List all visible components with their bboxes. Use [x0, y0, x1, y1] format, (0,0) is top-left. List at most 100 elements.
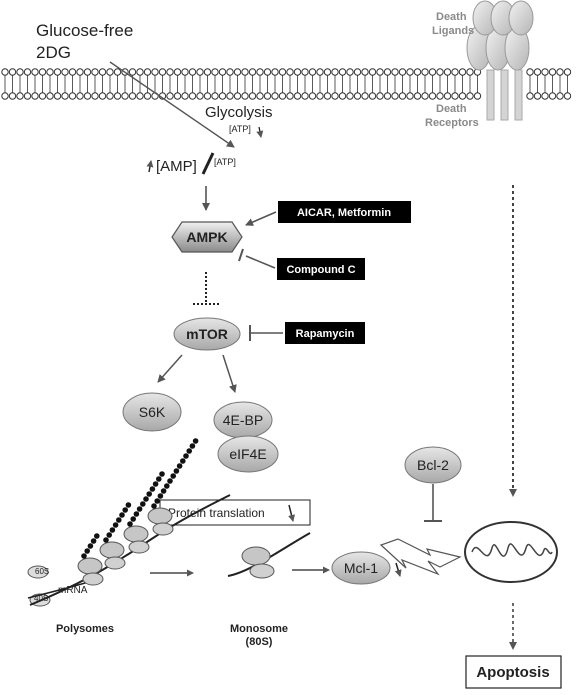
atp-down-arrow	[256, 126, 264, 138]
4ebp-label: 4E-BP	[223, 412, 263, 428]
lipid-head-icon	[218, 68, 227, 76]
ribosome-icon	[123, 525, 149, 543]
lipid-head-icon	[121, 92, 129, 100]
lipid-head-icon	[308, 68, 317, 76]
lipid-head-icon	[293, 68, 302, 76]
lipid-head-icon	[458, 68, 467, 76]
lipid-head-icon	[91, 68, 99, 76]
peptide-chain-icon	[167, 478, 173, 484]
monosome-icon	[227, 532, 311, 579]
peptide-chain-icon	[136, 506, 143, 512]
ampk-label: AMPK	[186, 229, 227, 245]
apoptosis-box	[465, 655, 562, 689]
lipid-head-icon	[196, 92, 204, 100]
lipid-head-icon	[541, 92, 549, 100]
lipid-head-icon	[211, 92, 219, 100]
lipid-head-icon	[83, 68, 92, 76]
lipid-head-icon	[346, 68, 354, 76]
lipid-head-icon	[136, 68, 144, 76]
lipid-head-icon	[353, 92, 362, 100]
peptide-chain-icon	[183, 453, 189, 459]
lipid-head-icon	[143, 68, 152, 76]
mrna-label: mRNA	[58, 585, 88, 596]
lipid-head-icon	[1, 92, 9, 100]
eif4e-label: eIF4E	[229, 446, 266, 462]
lipid-head-icon	[271, 92, 279, 100]
lipid-head-icon	[361, 92, 369, 100]
peptide-chain-icon	[116, 517, 122, 523]
death-receptors-label-1: Death	[436, 103, 467, 115]
ribosome-icon	[152, 522, 174, 536]
peptide-chain-icon	[192, 438, 199, 444]
lipid-head-icon	[376, 92, 384, 100]
peptide-chain-icon	[94, 533, 100, 539]
monosome-label-1: Monosome	[230, 623, 288, 635]
peptide-chain-icon	[160, 488, 167, 494]
peptide-chain-icon	[146, 491, 152, 497]
lipid-head-icon	[458, 92, 467, 100]
peptide-chain-icon	[133, 511, 140, 517]
lipid-head-icon	[353, 68, 362, 76]
lipid-head-icon	[338, 68, 347, 76]
lipid-head-icon	[316, 68, 324, 76]
lipid-head-icon	[233, 68, 242, 76]
lipid-head-icon	[376, 68, 384, 76]
lipid-head-icon	[436, 92, 444, 100]
peptide-chain-icon	[180, 458, 186, 464]
peptide-chain-icon	[122, 507, 128, 513]
lipid-head-icon	[91, 92, 99, 100]
lipid-head-icon	[278, 68, 287, 76]
lipid-head-icon	[68, 68, 77, 76]
peptide-chain-icon	[109, 527, 116, 533]
atp-small-label: [ATP]	[229, 124, 251, 134]
lipid-head-icon	[563, 68, 572, 76]
lipid-head-icon	[556, 68, 564, 76]
peptide-chain-icon	[152, 481, 159, 487]
lipid-head-icon	[46, 92, 54, 100]
lipid-head-icon	[331, 92, 339, 100]
lipid-head-icon	[53, 92, 62, 100]
polysome-icon	[27, 438, 231, 607]
lipid-head-icon	[451, 92, 459, 100]
death-receptors-label-2: Receptors	[425, 117, 479, 129]
lipid-head-icon	[398, 68, 407, 76]
lipid-head-icon	[413, 92, 422, 100]
atp-ratio-label: [ATP]	[214, 157, 236, 167]
bcl2-label: Bcl-2	[417, 457, 449, 473]
aicar-metformin-box	[278, 201, 411, 223]
lipid-head-icon	[533, 68, 542, 76]
lipid-head-icon	[443, 92, 452, 100]
lipid-head-icon	[473, 92, 482, 100]
lipid-head-icon	[383, 92, 392, 100]
2dg-label: 2DG	[36, 43, 71, 62]
mcl1-label: Mcl-1	[344, 560, 378, 576]
translation-down-arrow	[288, 504, 295, 522]
mtor-label: mTOR	[186, 326, 228, 342]
peptide-chain-icon	[81, 553, 87, 559]
lipid-head-icon	[428, 68, 437, 76]
lipid-head-icon	[128, 68, 137, 76]
lipid-head-icon	[301, 92, 309, 100]
amp-up-arrow	[146, 160, 154, 173]
lipid-head-icon	[113, 68, 122, 76]
peptide-chain-icon	[149, 486, 156, 492]
lipid-head-icon	[128, 92, 137, 100]
lipid-head-icon	[361, 68, 369, 76]
peptide-chain-icon	[164, 483, 170, 489]
lipid-head-icon	[38, 92, 47, 100]
lipid-head-icon	[248, 68, 257, 76]
lipid-head-icon	[263, 92, 272, 100]
lipid-head-icon	[23, 68, 32, 76]
lipid-head-icon	[541, 68, 549, 76]
lipid-head-icon	[391, 92, 399, 100]
ribosome-icon	[147, 507, 173, 525]
compound-c-inhibition-line	[245, 255, 276, 269]
lipid-head-icon	[413, 68, 422, 76]
lipid-head-icon	[143, 92, 152, 100]
ratio-slash	[201, 152, 215, 175]
mtor-node	[173, 317, 241, 351]
peptide-chain-icon	[170, 473, 176, 479]
lipid-head-icon	[286, 92, 294, 100]
lipid-head-icon	[203, 92, 212, 100]
ribosome-icon	[77, 557, 103, 575]
